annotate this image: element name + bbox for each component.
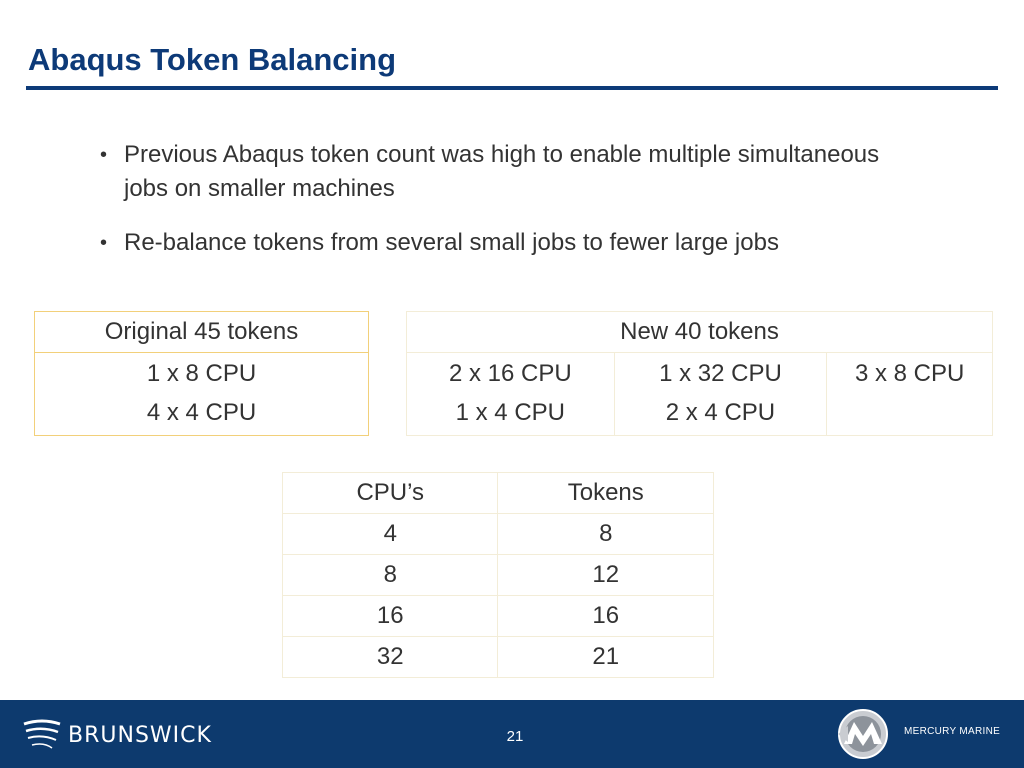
table-row: 4 8 [281,513,714,555]
table-header-cell: Tokens [497,472,714,514]
page-number: 21 [506,728,524,745]
table-cell: 1 x 8 CPU [34,352,369,393]
table-cell: 12 [497,554,714,596]
bullet-dot-icon: • [100,232,108,254]
table-cell: 32 [281,636,499,678]
table-cell: 3 x 8 CPU [826,352,993,393]
table-header-row: CPU’s Tokens [281,472,714,514]
table-row: 8 12 [281,554,714,596]
brunswick-wave-icon [23,719,61,749]
footer-bar: BRUNSWICK 21 MERCURY MARINE [0,700,1024,768]
table-cell: 16 [497,595,714,637]
cpu-token-table: CPU’s Tokens 4 8 8 12 16 16 32 21 [281,472,714,678]
table-header-row: Original 45 tokens [34,311,369,353]
brand-name: BRUNSWICK [68,722,212,748]
table-header-row: New 40 tokens [406,311,993,353]
table-row: 16 16 [281,595,714,637]
table-header-cell: New 40 tokens [406,311,993,353]
bullet-item: • Re-balance tokens from several small j… [100,226,920,260]
new-tokens-table: New 40 tokens 2 x 16 CPU 1 x 32 CPU 3 x … [406,311,993,436]
table-cell: 2 x 16 CPU [406,352,615,393]
table-cell: 16 [281,595,499,637]
title-underline [26,86,998,90]
table-cell: 1 x 32 CPU [613,352,828,393]
bullet-dot-icon: • [100,144,108,166]
table-cell [826,393,993,436]
table-cell: 2 x 4 CPU [613,393,828,436]
bullet-list: • Previous Abaqus token count was high t… [100,138,920,280]
slide-title: Abaqus Token Balancing [28,42,397,77]
bullet-item: • Previous Abaqus token count was high t… [100,138,920,206]
table-header-cell: Original 45 tokens [34,311,369,353]
brunswick-logo: BRUNSWICK [22,718,212,752]
table-header-cell: CPU’s [281,472,499,514]
bullet-text: Re-balance tokens from several small job… [124,229,779,256]
table-row: 2 x 16 CPU 1 x 32 CPU 3 x 8 CPU [406,352,993,393]
table-cell: 4 x 4 CPU [34,393,369,436]
table-row: 1 x 8 CPU [34,352,369,393]
table-row: 32 21 [281,636,714,678]
original-tokens-table: Original 45 tokens 1 x 8 CPU 4 x 4 CPU [34,311,369,436]
table-cell: 1 x 4 CPU [406,393,615,436]
mercury-marine-label: MERCURY MARINE [904,726,1001,737]
bullet-text: Previous Abaqus token count was high to … [124,141,880,202]
table-cell: 8 [497,513,714,555]
table-cell: 21 [497,636,714,678]
table-cell: 4 [281,513,499,555]
table-row: 4 x 4 CPU [34,393,369,436]
table-cell: 8 [281,554,499,596]
table-row: 1 x 4 CPU 2 x 4 CPU [406,393,993,436]
mercury-marine-logo-icon [838,709,888,759]
